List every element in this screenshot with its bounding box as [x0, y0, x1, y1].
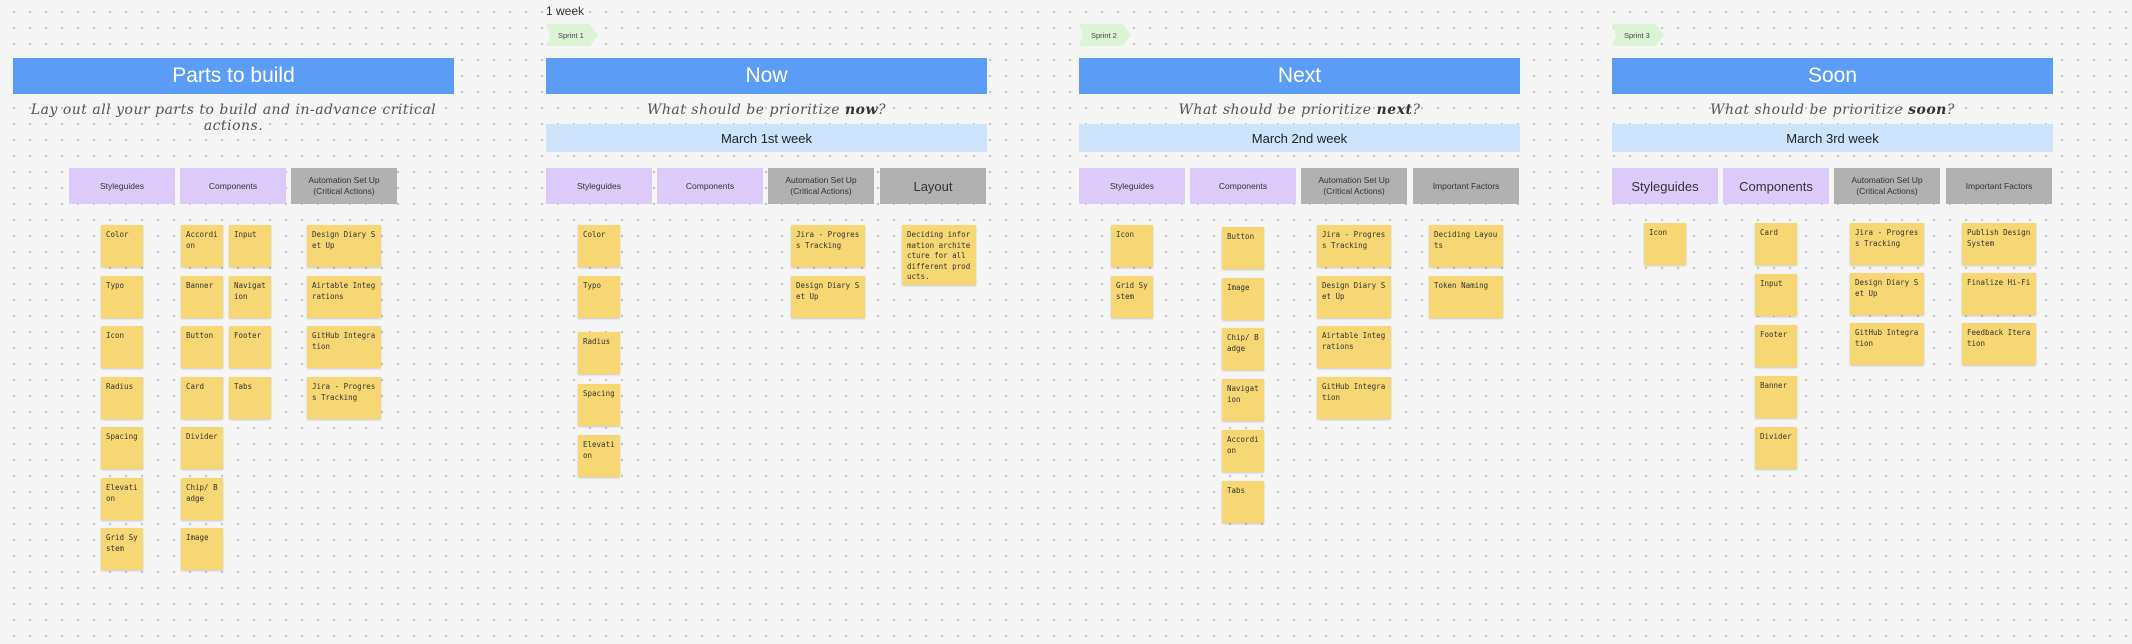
sticky-note[interactable]: Airtable Integrations — [1317, 326, 1391, 368]
subtitle-text: What should be prioritize — [1710, 102, 1909, 118]
sticky-note[interactable]: Elevation — [101, 478, 143, 520]
sticky-note[interactable]: Footer — [1755, 325, 1797, 367]
week-bar-next: March 2nd week — [1079, 124, 1520, 152]
sticky-note[interactable]: Card — [1755, 223, 1797, 265]
subtitle-text: What should be prioritize — [646, 102, 845, 118]
sticky-note[interactable]: Button — [181, 326, 223, 368]
col-header-components: Components — [1190, 168, 1296, 204]
sticky-note[interactable]: Icon — [1644, 223, 1686, 265]
sticky-note[interactable]: Elevation — [578, 435, 620, 477]
section-subtitle-now: What should be prioritize now? — [546, 102, 987, 118]
sprint-tag-3[interactable]: Sprint 3 — [1612, 24, 1664, 46]
sticky-note[interactable]: Design Diary Set Up — [791, 276, 865, 318]
col-header-components: Components — [180, 168, 286, 204]
section-header-next[interactable]: Next — [1079, 58, 1520, 94]
subtitle-emphasis: now — [844, 102, 879, 118]
col-header-important: Important Factors — [1413, 168, 1519, 204]
sticky-note[interactable]: Grid System — [101, 528, 143, 570]
sticky-note[interactable]: Navigation — [1222, 379, 1264, 421]
col-header-layout: Layout — [880, 168, 986, 204]
col-header-important: Important Factors — [1946, 168, 2052, 204]
sticky-note[interactable]: Chip/ Badge — [181, 478, 223, 520]
section-subtitle-next: What should be prioritize next? — [1079, 102, 1520, 118]
col-header-components: Components — [1723, 168, 1829, 204]
subtitle-text: What should be prioritize — [1178, 102, 1377, 118]
sticky-note[interactable]: Design Diary Set Up — [1850, 273, 1924, 315]
col-header-components: Components — [657, 168, 763, 204]
sticky-note[interactable]: Feedback Iteration — [1962, 323, 2036, 365]
sticky-note[interactable]: Radius — [578, 332, 620, 374]
sticky-note[interactable]: Typo — [578, 276, 620, 318]
sticky-note[interactable]: Chip/ Badge — [1222, 328, 1264, 370]
sticky-note[interactable]: Jira - Progress Tracking — [1850, 223, 1924, 265]
sticky-note[interactable]: Input — [1755, 274, 1797, 316]
section-header-soon[interactable]: Soon — [1612, 58, 2053, 94]
week-bar-now: March 1st week — [546, 124, 987, 152]
duration-label: 1 week — [546, 4, 585, 18]
sticky-note[interactable]: GitHub Integration — [1850, 323, 1924, 365]
sticky-note[interactable]: Image — [181, 528, 223, 570]
col-header-styleguides: Styleguides — [69, 168, 175, 204]
col-header-automation: Automation Set Up (Critical Actions) — [1301, 168, 1407, 204]
subtitle-end: ? — [878, 102, 887, 118]
sticky-note[interactable]: Banner — [181, 276, 223, 318]
sticky-note[interactable]: Accordion — [1222, 430, 1264, 472]
sticky-note[interactable]: Finalize Hi-Fi — [1962, 273, 2036, 315]
sticky-note[interactable]: Typo — [101, 276, 143, 318]
section-header-parts[interactable]: Parts to build — [13, 58, 454, 94]
col-header-automation: Automation Set Up (Critical Actions) — [768, 168, 874, 204]
sticky-note[interactable]: Footer — [229, 326, 271, 368]
sticky-note[interactable]: Divider — [1755, 427, 1797, 469]
sticky-note[interactable]: Token Naming — [1429, 276, 1503, 318]
sticky-note[interactable]: GitHub Integration — [1317, 377, 1391, 419]
sticky-note[interactable]: Color — [578, 225, 620, 267]
section-subtitle-parts: Lay out all your parts to build and in-a… — [13, 102, 454, 134]
sticky-note[interactable]: Button — [1222, 227, 1264, 269]
sticky-note[interactable]: Accordion — [181, 225, 223, 267]
sticky-note[interactable]: Deciding Layouts — [1429, 225, 1503, 267]
sticky-note[interactable]: Publish Design System — [1962, 223, 2036, 265]
sticky-note[interactable]: Card — [181, 377, 223, 419]
col-header-styleguides: Styleguides — [546, 168, 652, 204]
week-bar-soon: March 3rd week — [1612, 124, 2053, 152]
sticky-note[interactable]: Jira - Progress Tracking — [791, 225, 865, 267]
sticky-note[interactable]: Spacing — [101, 427, 143, 469]
sprint-tag-1[interactable]: Sprint 1 — [546, 24, 598, 46]
col-header-automation: Automation Set Up (Critical Actions) — [1834, 168, 1940, 204]
sticky-note[interactable]: Jira - Progress Tracking — [307, 377, 381, 419]
sticky-note[interactable]: Navigation — [229, 276, 271, 318]
sticky-note[interactable]: Icon — [1111, 225, 1153, 267]
subtitle-end: ? — [1412, 102, 1421, 118]
sticky-note[interactable]: Grid System — [1111, 276, 1153, 318]
sticky-note[interactable]: Design Diary Set Up — [307, 225, 381, 267]
sticky-note[interactable]: Tabs — [229, 377, 271, 419]
sticky-note[interactable]: Deciding information architecture for al… — [902, 225, 976, 285]
section-header-now[interactable]: Now — [546, 58, 987, 94]
col-header-styleguides: Styleguides — [1612, 168, 1718, 204]
sprint-tag-2[interactable]: Sprint 2 — [1079, 24, 1131, 46]
sticky-note[interactable]: Spacing — [578, 384, 620, 426]
subtitle-text: Lay out all your parts to build and in-a… — [30, 102, 437, 134]
sticky-note[interactable]: Airtable Integrations — [307, 276, 381, 318]
sticky-note[interactable]: Jira - Progress Tracking — [1317, 225, 1391, 267]
sticky-note[interactable]: Tabs — [1222, 481, 1264, 523]
sticky-note[interactable]: Divider — [181, 427, 223, 469]
subtitle-emphasis: soon — [1908, 102, 1947, 118]
sticky-note[interactable]: Input — [229, 225, 271, 267]
sticky-note[interactable]: GitHub Integration — [307, 326, 381, 368]
section-subtitle-soon: What should be prioritize soon? — [1612, 102, 2053, 118]
sticky-note[interactable]: Radius — [101, 377, 143, 419]
subtitle-end: ? — [1946, 102, 1955, 118]
col-header-automation: Automation Set Up (Critical Actions) — [291, 168, 397, 204]
sticky-note[interactable]: Icon — [101, 326, 143, 368]
sticky-note[interactable]: Banner — [1755, 376, 1797, 418]
subtitle-emphasis: next — [1376, 102, 1413, 118]
sticky-note[interactable]: Design Diary Set Up — [1317, 276, 1391, 318]
sticky-note[interactable]: Color — [101, 225, 143, 267]
col-header-styleguides: Styleguides — [1079, 168, 1185, 204]
sticky-note[interactable]: Image — [1222, 278, 1264, 320]
